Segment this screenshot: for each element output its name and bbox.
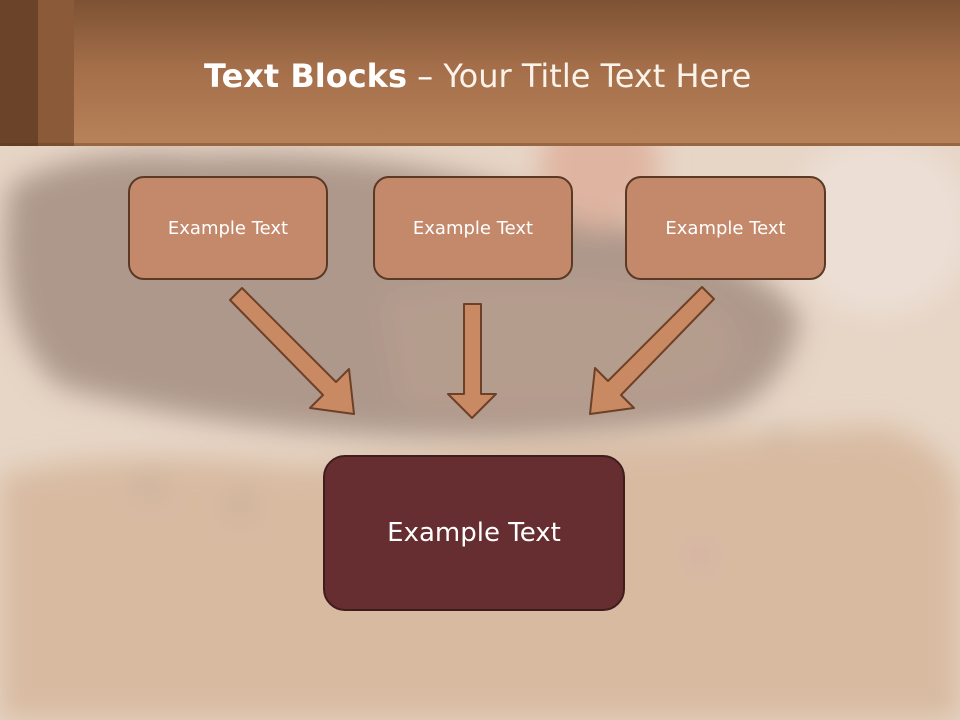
- slide-title[interactable]: Text Blocks – Your Title Text Here: [204, 52, 751, 100]
- title-bold-part: Text Blocks: [204, 57, 407, 95]
- header-accent-mid: [38, 0, 74, 146]
- text-block-center-label: Example Text: [412, 217, 534, 239]
- text-block-right-label: Example Text: [665, 217, 786, 239]
- target-text-block[interactable]: Example Text: [323, 455, 625, 611]
- header-band: Text Blocks – Your Title Text Here: [0, 0, 960, 146]
- arrow-center-to-target: [447, 303, 497, 419]
- target-text-block-label: Example Text: [387, 518, 561, 548]
- text-block-left-label: Example Text: [167, 217, 289, 239]
- text-block-left[interactable]: Example Text: [128, 176, 328, 280]
- header-shadow: [0, 143, 960, 146]
- header-accent-dark: [0, 0, 38, 146]
- text-block-center[interactable]: Example Text: [373, 176, 573, 280]
- text-block-right[interactable]: Example Text: [625, 176, 826, 280]
- title-separator: –: [407, 57, 444, 95]
- arrow-left-to-target: [229, 287, 355, 415]
- title-rest-part: Your Title Text Here: [443, 57, 752, 95]
- arrow-right-to-target: [589, 286, 715, 415]
